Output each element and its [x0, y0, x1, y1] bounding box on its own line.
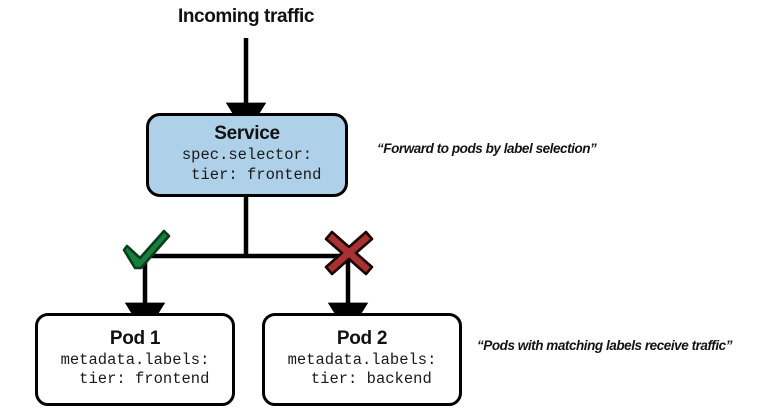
- incoming-traffic-label: Incoming traffic: [177, 6, 315, 27]
- pod2-node: Pod 2 metadata.labels: tier: backend: [262, 313, 462, 406]
- pod2-node-spec-line2: tier: backend: [292, 370, 432, 389]
- service-node-spec-line1: spec.selector:: [181, 146, 313, 165]
- service-annotation: “Forward to pods by label selection”: [377, 141, 597, 156]
- check-icon: [119, 228, 173, 278]
- pod2-node-spec-line1: metadata.labels:: [287, 350, 437, 369]
- pods-annotation: “Pods with matching labels receive traff…: [477, 338, 732, 353]
- pod2-node-title: Pod 2: [336, 327, 388, 349]
- pod1-node: Pod 1 metadata.labels: tier: frontend: [35, 313, 235, 406]
- service-node: Service spec.selector: tier: frontend: [146, 113, 348, 197]
- cross-icon: [322, 228, 376, 278]
- pod1-node-spec-line1: metadata.labels:: [60, 350, 210, 369]
- service-node-spec-line2: tier: frontend: [172, 165, 322, 184]
- pod1-node-title: Pod 1: [109, 327, 161, 349]
- pod1-node-spec-line2: tier: frontend: [60, 370, 210, 389]
- service-node-title: Service: [214, 123, 280, 145]
